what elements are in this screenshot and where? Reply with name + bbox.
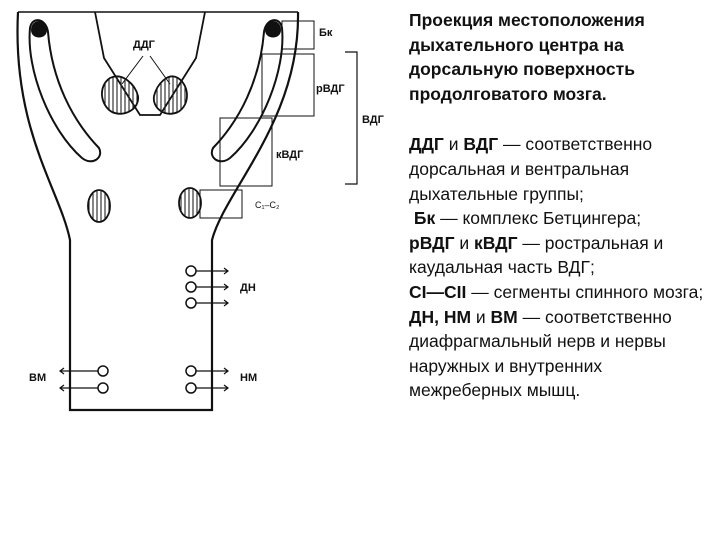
- label-vdg: ВДГ: [362, 114, 385, 126]
- vdg-bracket: [345, 51, 358, 185]
- dn-arrow-1: [196, 267, 229, 275]
- kvdg-box: [219, 117, 273, 187]
- bk-box: [281, 20, 315, 50]
- respiratory-center-diagram: ДДГ Бк рВДГ ВДГ кВДГ C₁–C₂ ДН НМ ВМ: [16, 11, 385, 412]
- legend-dn-nm-vm: ДН, НМ и ВМ — соответственно диафрагмаль…: [409, 306, 672, 401]
- fourth-ventricle: [94, 11, 206, 116]
- brainstem-outline: [16, 11, 300, 412]
- label-dn: ДН: [240, 282, 256, 294]
- ddg-right-nucleus: [153, 75, 188, 115]
- vm-arrow-1: [59, 367, 98, 375]
- legend-ddg-vdg: ДДГ и ВДГ — соответственно дорсальная и …: [409, 134, 653, 204]
- label-ddg: ДДГ: [133, 39, 156, 51]
- label-nm: НМ: [240, 372, 257, 384]
- legend-rvdg-kvdg: рВДГ и кВДГ — ростральная и каудальная ч…: [409, 232, 664, 278]
- vm-neuron-1: [97, 365, 109, 377]
- nm-neuron-1: [185, 365, 197, 377]
- legend-bk: Бк — комплекс Бетцингера;: [413, 208, 642, 229]
- bk-right-cap: [265, 21, 281, 38]
- legend-title: Проекция местоположения дыхательного цен…: [409, 10, 645, 104]
- vm-arrow-2: [59, 384, 98, 392]
- dn-neuron-1: [185, 265, 197, 277]
- dn-arrow-2: [196, 283, 229, 291]
- label-c1-c2: C₁–C₂: [255, 200, 280, 210]
- label-rvdg: рВДГ: [316, 83, 345, 95]
- ddg-left-nucleus: [101, 75, 139, 115]
- nm-arrow-2: [196, 384, 229, 392]
- vdg-left-column: [28, 19, 102, 163]
- c1-c2-left-nucleus: [87, 189, 111, 223]
- c1c2-box: [199, 189, 243, 219]
- label-vm: ВМ: [29, 372, 46, 384]
- dn-neuron-2: [185, 281, 197, 293]
- nm-neuron-2: [185, 382, 197, 394]
- nm-arrow-1: [196, 367, 229, 375]
- legend-text: Проекция местоположения дыхательного цен…: [409, 8, 714, 403]
- label-kvdg: кВДГ: [276, 149, 304, 161]
- vm-neuron-2: [97, 382, 109, 394]
- dn-neuron-3: [185, 297, 197, 309]
- dn-arrow-3: [196, 299, 229, 307]
- bk-left-cap: [31, 21, 47, 38]
- vdg-right-column: [210, 19, 284, 163]
- c1-c2-right-nucleus: [178, 187, 202, 219]
- rvdg-box: [261, 53, 315, 117]
- label-bk: Бк: [319, 27, 333, 39]
- legend-ci-cii: CI—CII — сегменты спинного мозга;: [409, 281, 704, 302]
